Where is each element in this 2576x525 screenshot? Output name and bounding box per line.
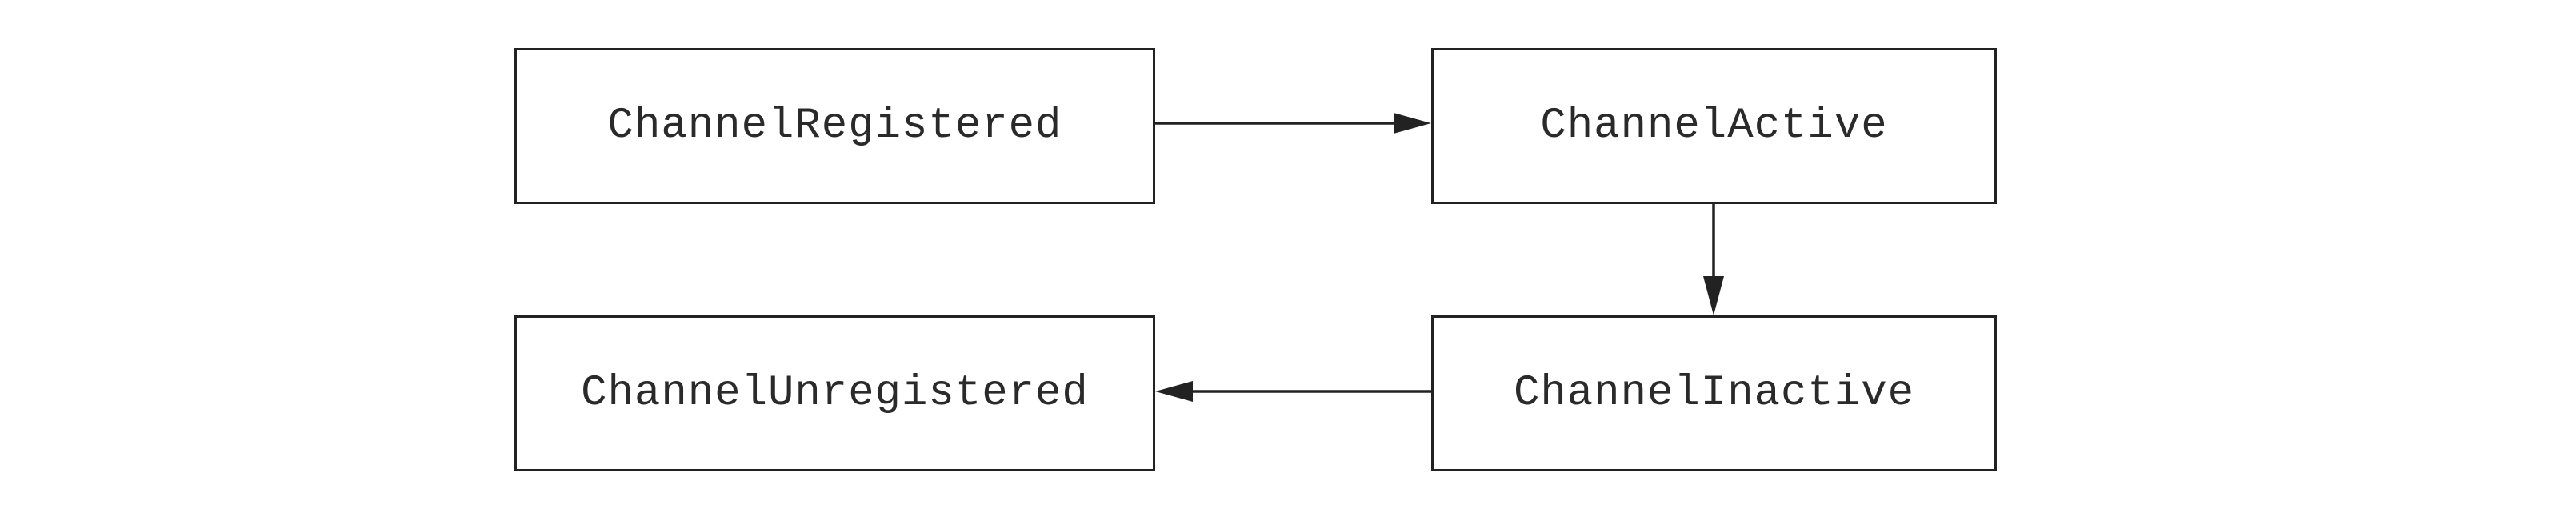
arrowhead-registered-to-active — [1394, 113, 1431, 134]
state-channel-unregistered: ChannelUnregistered — [514, 315, 1155, 471]
arrowhead-active-to-inactive — [1703, 276, 1724, 315]
state-label-active: ChannelActive — [1540, 102, 1888, 150]
state-channel-registered: ChannelRegistered — [514, 48, 1155, 204]
arrowhead-inactive-to-unregistered — [1155, 381, 1193, 402]
state-channel-active: ChannelActive — [1431, 48, 1997, 204]
state-label-unregistered: ChannelUnregistered — [581, 369, 1089, 418]
state-label-inactive: ChannelInactive — [1513, 369, 1915, 418]
state-label-registered: ChannelRegistered — [607, 102, 1062, 150]
state-channel-inactive: ChannelInactive — [1431, 315, 1997, 471]
